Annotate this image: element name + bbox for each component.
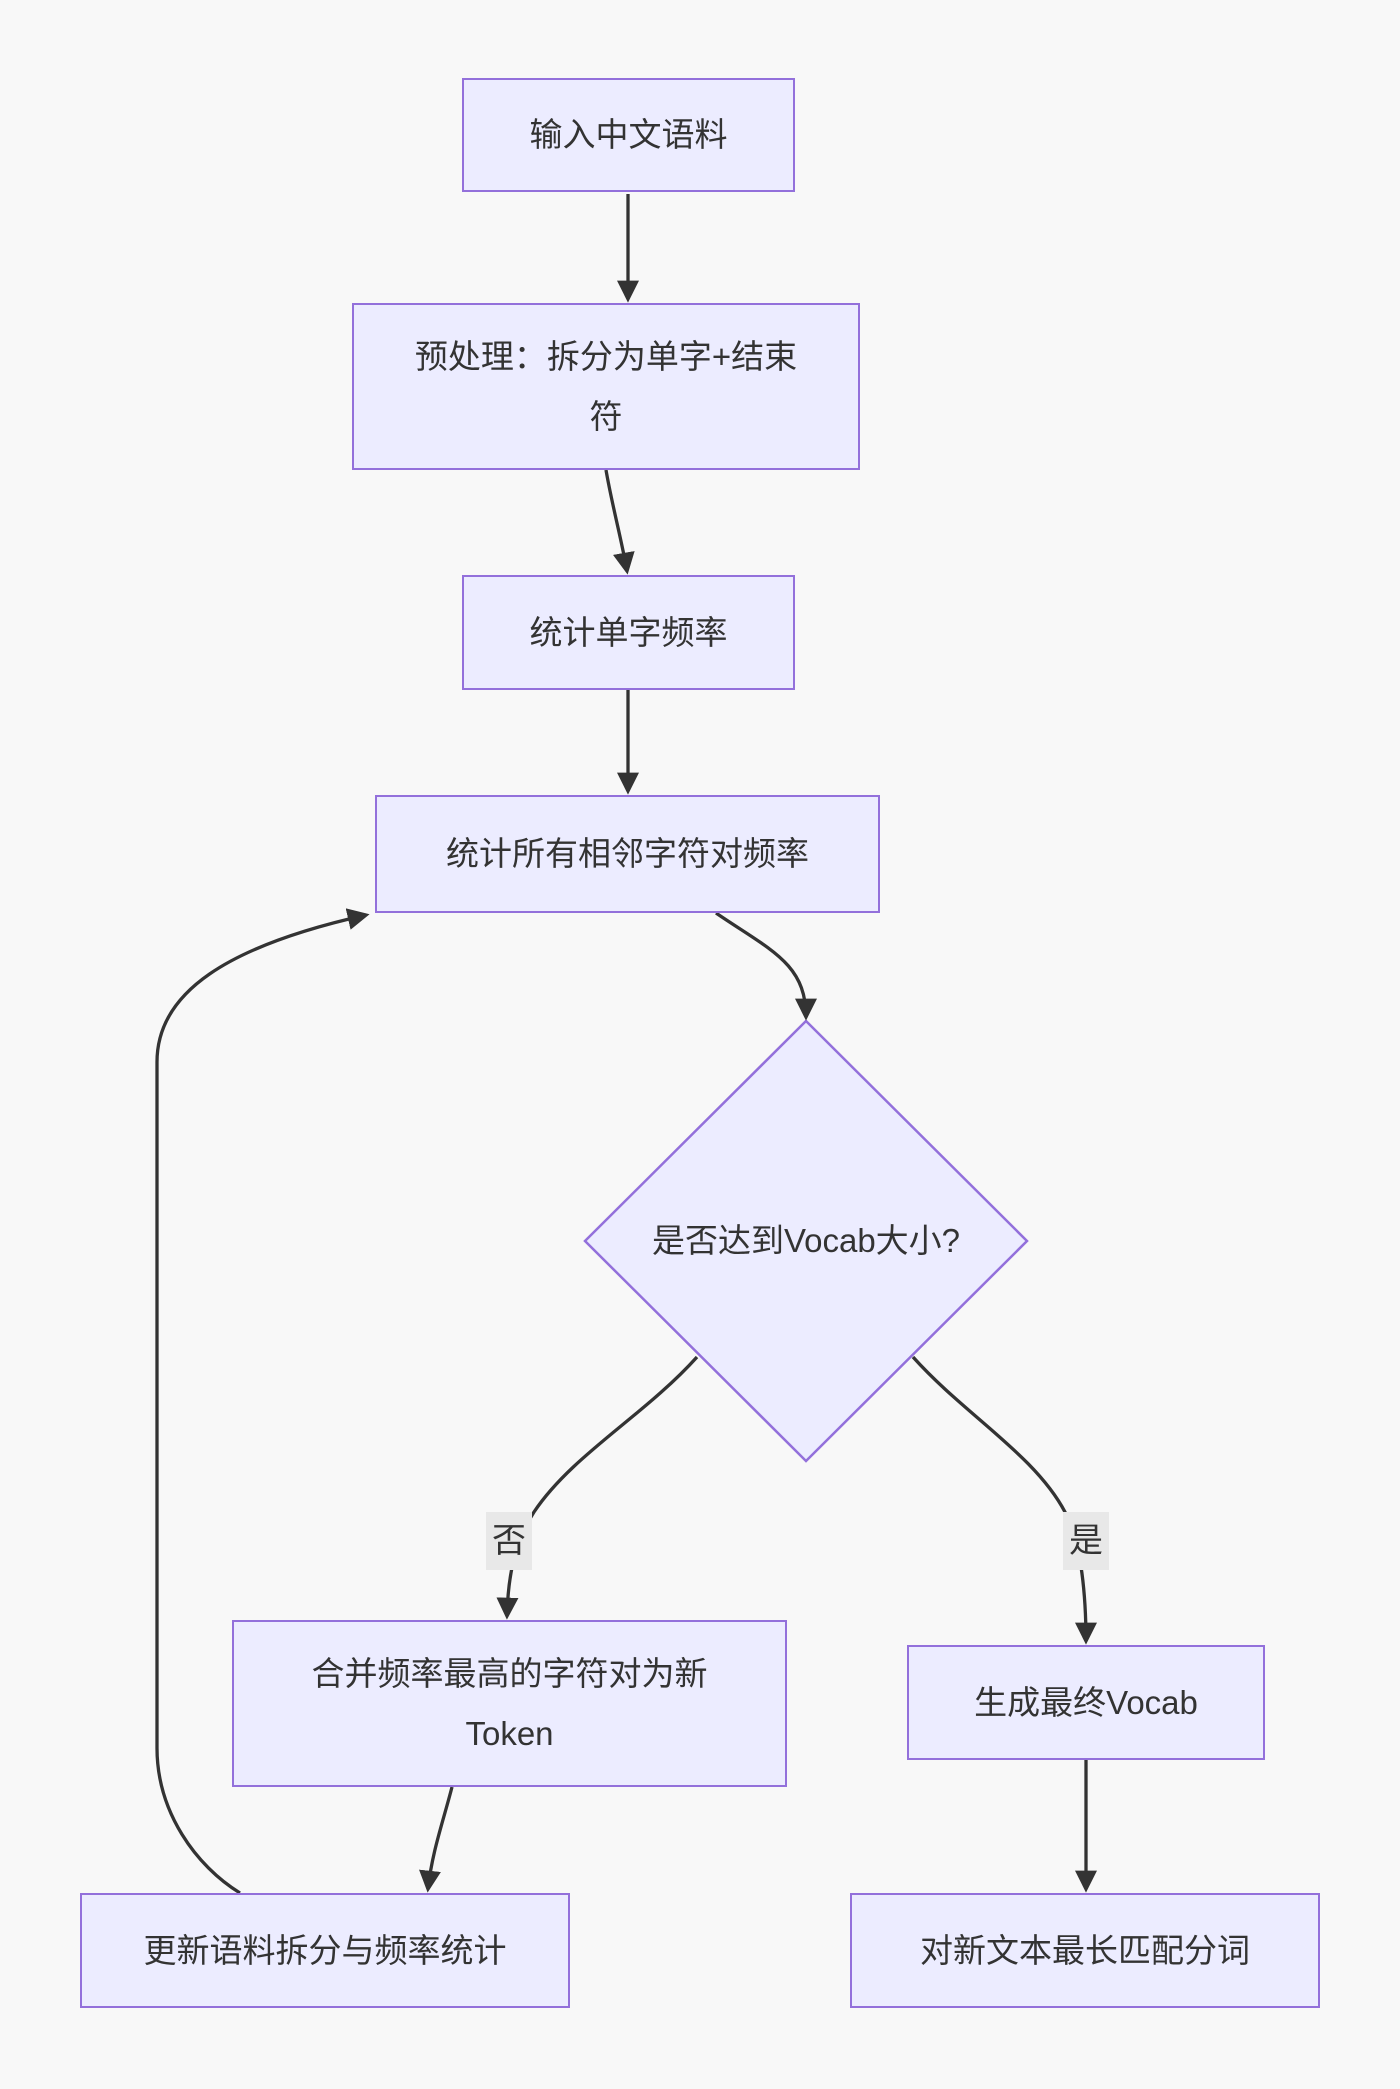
edge-decision-no-to-merge: [496, 1355, 699, 1620]
edge-label-no: 否: [486, 1512, 532, 1570]
edge-decision-yes-to-gen-vocab: [911, 1355, 1097, 1645]
edge-preprocess-to-char-freq: [604, 469, 635, 575]
node-pair-freq: 统计所有相邻字符对频率: [375, 795, 880, 913]
node-gen-vocab: 生成最终Vocab: [907, 1645, 1265, 1760]
node-preprocess: 预处理：拆分为单字+结束 符: [352, 303, 860, 470]
node-vocab-check-label: 是否达到Vocab大小?: [651, 1222, 961, 1259]
decision-diamond-shape: [583, 1019, 1029, 1463]
node-merge-pair: 合并频率最高的字符对为新 Token: [232, 1620, 787, 1787]
edge-pair-freq-to-decision: [715, 911, 817, 1021]
node-segment-new: 对新文本最长匹配分词: [850, 1893, 1320, 2008]
edge-merge-to-update: [419, 1786, 454, 1893]
edge-label-yes: 是: [1063, 1512, 1109, 1570]
node-update-stats: 更新语料拆分与频率统计: [80, 1893, 570, 2008]
edge-update-loop-to-pair-freq: [155, 908, 370, 1895]
node-char-freq: 统计单字频率: [462, 575, 795, 690]
node-input: 输入中文语料: [462, 78, 795, 192]
